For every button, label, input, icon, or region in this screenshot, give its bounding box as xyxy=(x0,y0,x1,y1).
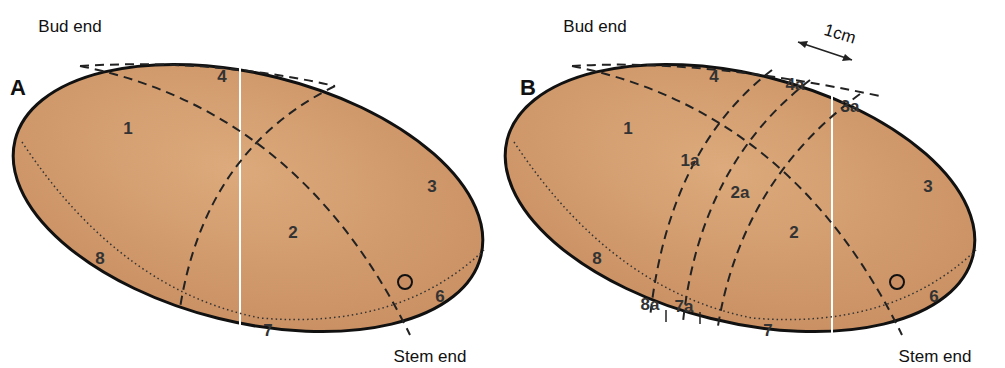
region-number: 3 xyxy=(923,178,932,195)
region-number: 3a xyxy=(841,98,860,115)
cut-line xyxy=(572,65,880,96)
tick xyxy=(665,310,667,322)
end-label: Stem end xyxy=(899,348,972,365)
region-number: 7 xyxy=(763,322,772,339)
cut-line xyxy=(683,80,810,322)
equator-line xyxy=(514,142,976,320)
dimension-label: 1cm xyxy=(822,21,858,47)
region-number: 2 xyxy=(789,224,798,241)
region-number: 7a xyxy=(675,298,694,315)
region-number: 6 xyxy=(435,288,444,305)
region-number: 6 xyxy=(929,288,938,305)
region-number: 8 xyxy=(592,250,601,267)
region-number: 8 xyxy=(95,250,104,267)
end-label: Bud end xyxy=(38,18,101,35)
potato-a xyxy=(0,20,511,368)
tick xyxy=(699,312,701,324)
cut-line xyxy=(80,64,335,86)
region-number: 1a xyxy=(681,152,700,169)
stem-scar xyxy=(398,275,412,289)
region-number: 3 xyxy=(427,178,436,195)
panel-letter: B xyxy=(520,77,536,99)
end-label: Stem end xyxy=(394,348,467,365)
cut-line xyxy=(572,66,902,335)
cut-line xyxy=(180,86,335,308)
cut-line xyxy=(80,66,410,335)
white-line xyxy=(831,58,833,340)
end-label: Bud end xyxy=(563,18,626,35)
potato-outline xyxy=(477,20,1003,368)
region-number: 1 xyxy=(123,120,132,137)
potato-outline xyxy=(0,20,511,368)
cut-line xyxy=(718,94,860,326)
region-number: 2a xyxy=(731,184,750,201)
region-number: 4a xyxy=(786,76,805,93)
region-number: 1 xyxy=(623,120,632,137)
region-number: 4 xyxy=(709,68,718,85)
equator-line xyxy=(22,142,484,320)
white-line xyxy=(239,58,241,340)
region-number: 4 xyxy=(217,68,226,85)
cut-line xyxy=(650,70,772,318)
region-number: 2 xyxy=(288,224,297,241)
stem-scar xyxy=(890,275,904,289)
potato-b xyxy=(477,20,1003,368)
panel-letter: A xyxy=(10,77,26,99)
region-number: 8a xyxy=(641,296,660,313)
region-number: 7 xyxy=(263,322,272,339)
